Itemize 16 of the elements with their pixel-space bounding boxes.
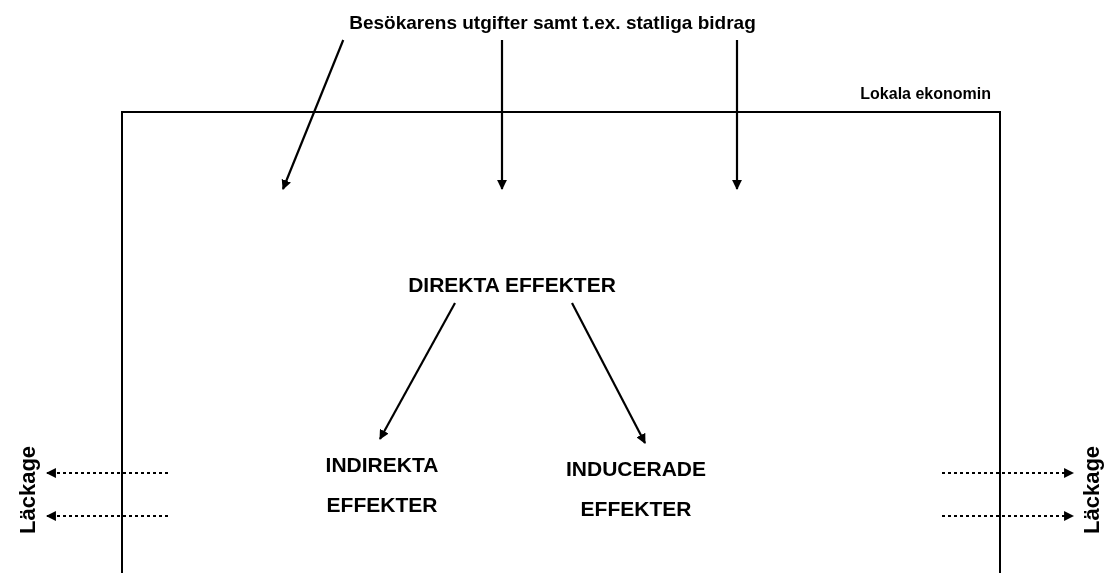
arrow — [571, 302, 646, 444]
arrow — [942, 468, 1074, 478]
arrow — [281, 39, 345, 190]
heading-text: Besökarens utgifter samt t.ex. statliga bidrag — [349, 12, 756, 34]
arrow — [942, 511, 1074, 521]
arrow — [497, 40, 507, 190]
effect-label: DIREKTA EFFEKTER — [362, 273, 662, 297]
leakage-label: Läckage — [15, 448, 41, 534]
arrow — [46, 468, 168, 478]
region-title: Lokala ekonomin — [860, 85, 991, 103]
effect-label: INDUCERADE EFFEKTER — [551, 449, 721, 529]
arrow — [732, 40, 742, 190]
arrow — [379, 302, 456, 440]
leakage-label: Läckage — [1079, 448, 1105, 534]
arrow — [46, 511, 168, 521]
effect-label: INDIREKTA EFFEKTER — [312, 445, 452, 525]
